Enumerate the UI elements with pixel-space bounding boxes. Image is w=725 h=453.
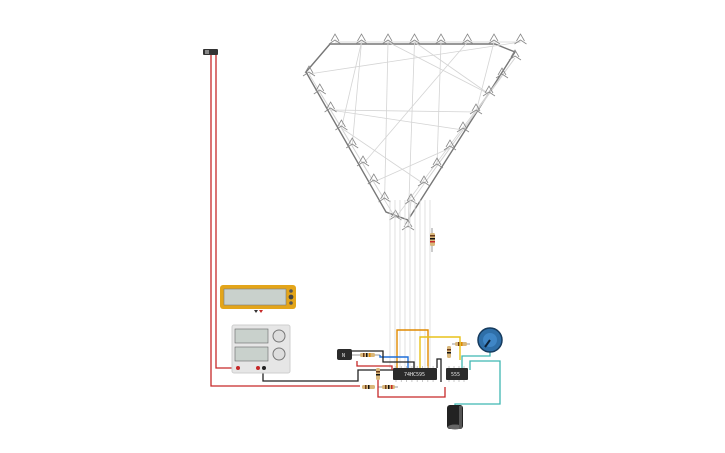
led[interactable]: [302, 65, 316, 77]
led[interactable]: [378, 191, 391, 203]
wire-orange: [396, 329, 429, 370]
led[interactable]: [495, 67, 509, 79]
led[interactable]: [508, 49, 522, 61]
led[interactable]: [408, 33, 421, 45]
led-wire-bundle: [308, 41, 521, 229]
led[interactable]: [469, 103, 483, 115]
transistor[interactable]: N: [337, 349, 352, 360]
wire-black-local: [352, 350, 442, 382]
led[interactable]: [456, 121, 470, 133]
timer-label: 555: [451, 372, 460, 378]
resistor-timer[interactable]: [447, 346, 451, 358]
resistor-vertical[interactable]: [376, 368, 380, 380]
led[interactable]: [313, 83, 327, 95]
led[interactable]: [356, 155, 370, 167]
capacitor[interactable]: [447, 405, 463, 430]
wire-red-local: [356, 361, 446, 398]
led[interactable]: [461, 33, 474, 45]
led[interactable]: [335, 119, 348, 131]
led[interactable]: [367, 173, 381, 185]
led[interactable]: [324, 101, 337, 113]
resistor-bottom-2[interactable]: [378, 385, 398, 389]
led[interactable]: [345, 137, 359, 149]
led[interactable]: [443, 139, 457, 151]
led-triangle-frame: [305, 43, 517, 221]
led-array: [302, 33, 527, 231]
led[interactable]: [417, 175, 431, 187]
led[interactable]: [430, 157, 444, 169]
led[interactable]: [381, 33, 395, 45]
shift-register-label: 74HC595: [404, 372, 425, 378]
resistor-base[interactable]: [352, 353, 380, 357]
power-connector[interactable]: [203, 49, 218, 55]
timer-chip[interactable]: 555: [446, 368, 468, 380]
led[interactable]: [328, 33, 342, 45]
resistor-bottom-1[interactable]: [362, 385, 375, 389]
led[interactable]: [514, 33, 527, 45]
data-line-bundle: [389, 200, 431, 368]
resistor-pot[interactable]: [452, 342, 470, 346]
chip-pins: [395, 366, 465, 382]
led[interactable]: [434, 33, 448, 45]
wire-yellow: [419, 336, 461, 368]
led[interactable]: [487, 33, 501, 45]
led[interactable]: [355, 33, 368, 45]
power-supply[interactable]: [231, 324, 291, 374]
resistor-led[interactable]: [430, 228, 435, 252]
multimeter[interactable]: [220, 285, 296, 313]
potentiometer[interactable]: [477, 327, 503, 353]
led[interactable]: [482, 85, 496, 97]
transistor-label: N: [342, 353, 345, 359]
shift-register-chip[interactable]: 74HC595: [393, 368, 437, 380]
